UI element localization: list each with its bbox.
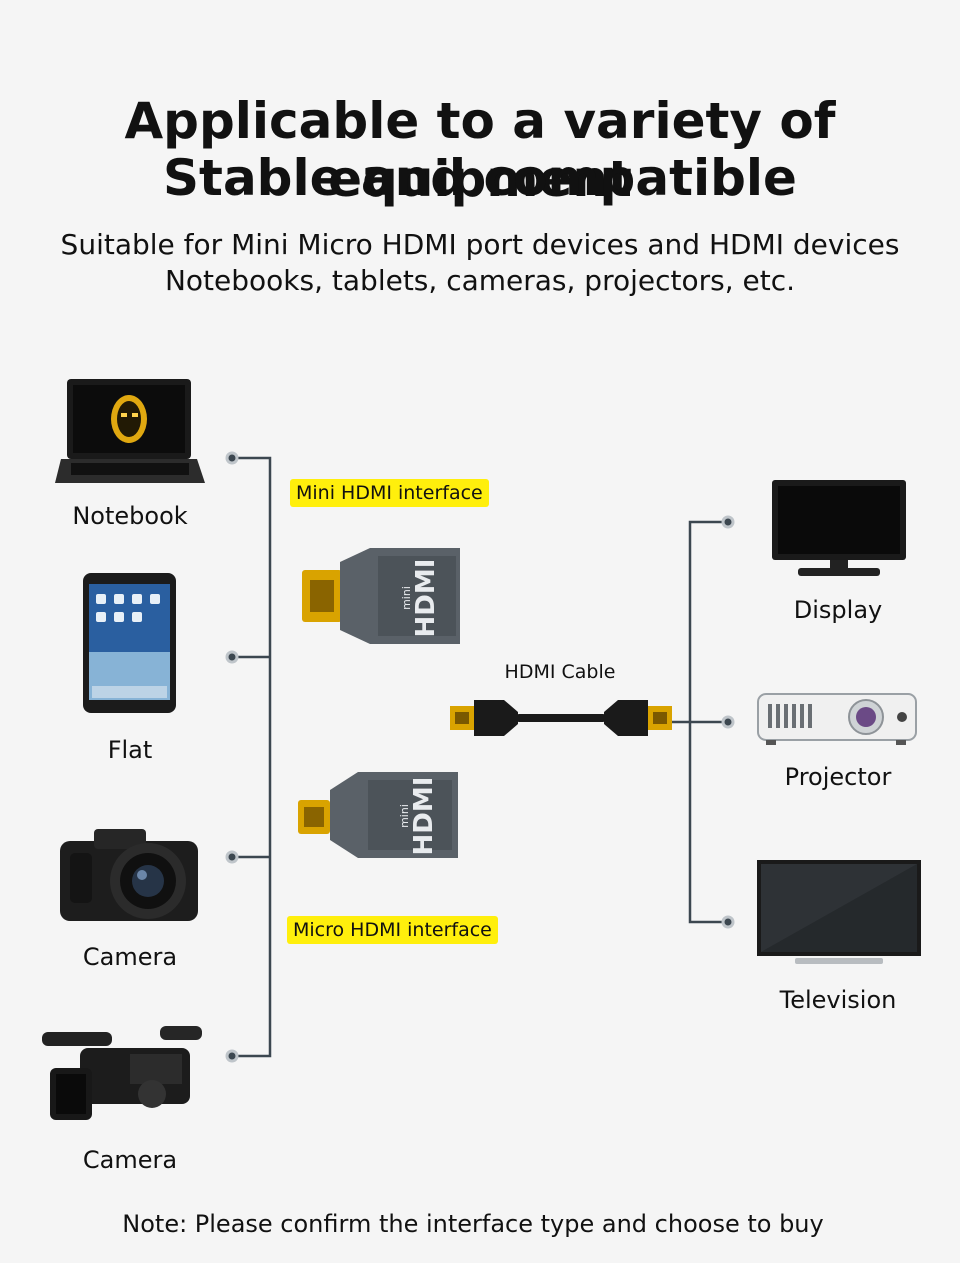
mini-adapter-brand: HDMI bbox=[411, 559, 441, 638]
laptop-icon bbox=[55, 379, 205, 483]
display-label: Display bbox=[793, 596, 883, 624]
micro-hdmi-adapter-icon: HDMI mini bbox=[298, 772, 458, 858]
main-title-line1: Applicable to a variety of equipment bbox=[124, 92, 836, 208]
camera-icon bbox=[60, 829, 198, 921]
purchase-note: Note: Please confirm the interface type … bbox=[122, 1210, 824, 1238]
mini-hdmi-adapter-icon: HDMI mini bbox=[302, 548, 460, 644]
projector-icon bbox=[757, 693, 917, 745]
subtitle-line2: Notebooks, tablets, cameras, projectors,… bbox=[164, 264, 796, 297]
television-icon bbox=[757, 860, 921, 964]
monitor-icon bbox=[772, 480, 906, 576]
mini-adapter-sub: mini bbox=[400, 586, 413, 610]
hdmi-cable-icon bbox=[450, 700, 672, 736]
tablet-icon bbox=[83, 573, 176, 713]
hdmi-cable-label: HDMI Cable bbox=[504, 661, 616, 683]
main-title-line2: Stable and compatible bbox=[163, 149, 797, 207]
television-label: Television bbox=[779, 986, 897, 1014]
micro-hdmi-tag: Micro HDMI interface bbox=[287, 916, 498, 944]
micro-adapter-brand: HDMI bbox=[409, 777, 439, 856]
camera-label: Camera bbox=[82, 943, 178, 971]
camcorder-label: Camera bbox=[82, 1146, 178, 1174]
camcorder-icon bbox=[42, 1026, 202, 1120]
notebook-label: Notebook bbox=[72, 502, 188, 530]
mini-hdmi-tag: Mini HDMI interface bbox=[290, 479, 489, 507]
projector-label: Projector bbox=[784, 763, 892, 791]
micro-adapter-sub: mini bbox=[398, 804, 411, 828]
flat-label: Flat bbox=[107, 736, 153, 764]
subtitle-line1: Suitable for Mini Micro HDMI port device… bbox=[60, 228, 900, 261]
